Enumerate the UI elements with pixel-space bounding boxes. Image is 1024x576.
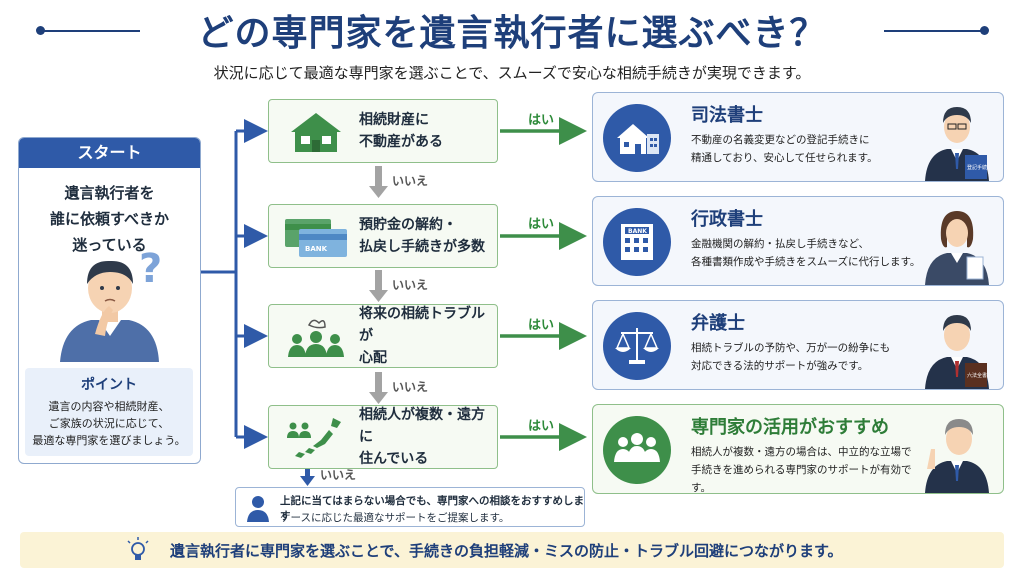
final-no-arrow (300, 466, 315, 486)
yes-label-3: はい (528, 318, 555, 333)
bank-sign-label: BANK (628, 228, 647, 235)
group-icon (614, 433, 660, 462)
house-building-icon (617, 124, 659, 154)
start-branch-lines (201, 119, 268, 449)
lightbulb-icon (127, 537, 149, 560)
question-text: 将来の相続トラブルが 心配 (359, 305, 495, 367)
japan-map-icon (287, 418, 341, 458)
expert-description: 相続人が複数・遠方の場合は、中立的な立場で 手続きを進められる専門家のサポートが… (691, 443, 931, 497)
question-box-real-estate: 相続財産に 不動産がある (268, 99, 498, 163)
expert-icon-circle (603, 416, 671, 484)
note-box: 上記に当てはまらない場合でも、専門家への相談をおすすめします ケースに応じた最適… (235, 487, 585, 527)
bankbook-icon: BANK (285, 219, 347, 257)
question-line: 不動産がある (359, 134, 443, 150)
point-line: 遺言の内容や相続財産、 (48, 400, 170, 413)
expert-title: 弁護士 (691, 313, 745, 334)
footer-banner: 遺言執行者に専門家を選ぶことで、手続きの負担軽減・ミスの防止・トラブル回避につな… (20, 532, 1004, 568)
note-line-1: 上記に当てはまらない場合でも、専門家への相談をおすすめします (280, 495, 584, 522)
expert-title: 司法書士 (691, 105, 763, 126)
thinking-person-icon (60, 260, 159, 362)
start-question: 遺言執行者を 誰に依頼すべきか 迷っている (19, 180, 200, 258)
yes-arrows (500, 117, 587, 451)
expert-description: 不動産の名義変更などの登記手続きに 精通しており、安心して任せられます。 (691, 131, 919, 167)
administrative-person-icon (925, 211, 989, 285)
lawyer-person-icon: 六法全書 (925, 315, 989, 389)
house-icon (291, 113, 341, 152)
expert-desc-line: 各種書類作成や手続きをスムーズに代行します。 (691, 256, 921, 268)
expert-desc-line: 相続トラブルの予防や、万が一の紛争にも (691, 342, 891, 354)
no-label-3: いいえ (392, 380, 429, 394)
start-question-line: 誰に依頼すべきか (50, 210, 169, 228)
expert-title: 専門家の活用がおすすめ (691, 417, 889, 438)
expert-desc-line: 手続きを進められる専門家のサポートが有効です。 (691, 464, 912, 494)
expert-icon-circle (603, 104, 671, 172)
start-header: スタート (19, 138, 200, 168)
person-book-label: 登記手続 (967, 164, 987, 171)
footer-text: 遺言執行者に専門家を選ぶことで、手続きの負担軽減・ミスの防止・トラブル回避につな… (170, 542, 843, 560)
point-title: ポイント (81, 377, 137, 393)
expert-card-lawyer: 弁護士 相続トラブルの予防や、万が一の紛争にも 対応できる法的サポートが強みです… (592, 300, 1004, 390)
person-icon (247, 496, 269, 522)
bank-building-icon: BANK (621, 224, 653, 260)
title-right-rule (884, 30, 984, 32)
question-text: 相続財産に 不動産がある (359, 100, 495, 162)
question-box-disputes: 将来の相続トラブルが 心配 (268, 304, 498, 368)
title-left-rule (40, 30, 140, 32)
start-question-line: 遺言執行者を (64, 184, 155, 202)
page-title: どの専門家を遺言執行者に選ぶべき？ (197, 13, 827, 54)
question-line: 住んでいる (359, 451, 429, 467)
advisor-person-icon (925, 419, 989, 493)
no-label-4: いいえ (320, 468, 357, 482)
bankbook-label: BANK (305, 245, 328, 253)
no-label-2: いいえ (392, 278, 429, 292)
expert-desc-line: 対応できる法的サポートが強みです。 (691, 360, 869, 372)
question-box-distant-heirs: 相続人が複数・遠方に 住んでいる (268, 405, 498, 469)
expert-card-judicial-scrivener: 司法書士 不動産の名義変更などの登記手続きに 精通しており、安心して任せられます… (592, 92, 1004, 182)
expert-desc-line: 相続人が複数・遠方の場合は、中立的な立場で (691, 446, 912, 458)
question-box-deposits: BANK 預貯金の解約・ 払戻し手続きが多数 (268, 204, 498, 268)
expert-card-recommend: 専門家の活用がおすすめ 相続人が複数・遠方の場合は、中立的な立場で 手続きを進め… (592, 404, 1004, 494)
person-book-label: 六法全書 (967, 372, 987, 379)
question-mark-icon: ? (139, 246, 163, 292)
question-text: 預貯金の解約・ 払戻し手続きが多数 (359, 205, 495, 267)
yes-label-2: はい (528, 217, 555, 232)
no-label-1: いいえ (392, 174, 429, 188)
start-question-line: 迷っている (72, 236, 147, 254)
expert-description: 金融機関の解約・払戻し手続きなど、 各種書類作成や手続きをスムーズに代行します。 (691, 235, 931, 271)
title-right-dot (980, 26, 989, 35)
expert-description: 相続トラブルの予防や、万が一の紛争にも 対応できる法的サポートが強みです。 (691, 339, 919, 375)
note-line-2: ケースに応じた最適なサポートをご提案します。 (280, 512, 510, 524)
expert-icon-circle: BANK (603, 208, 671, 276)
question-line: 相続財産に (359, 112, 429, 128)
expert-icon-circle (603, 312, 671, 380)
page-subtitle: 状況に応じて最適な専門家を選ぶことで、スムーズで安心な相続手続きが実現できます。 (213, 64, 811, 82)
yes-label-4: はい (528, 419, 555, 434)
expert-title: 行政書士 (691, 209, 763, 230)
expert-desc-line: 不動産の名義変更などの登記手続きに (691, 134, 870, 146)
point-line: ご家族の状況に応じて、 (48, 417, 170, 430)
expert-desc-line: 精通しており、安心して任せられます。 (691, 152, 878, 164)
expert-desc-line: 金融機関の解約・払戻し手続きなど、 (691, 238, 869, 250)
scales-icon (615, 328, 659, 364)
point-line: 最適な専門家を選びましょう。 (32, 434, 186, 447)
question-line: 払戻し手続きが多数 (359, 239, 485, 255)
expert-card-administrative-scrivener: BANK 行政書士 金融機関の解約・払戻し手続きなど、 各種書類作成や手続きをス… (592, 196, 1004, 286)
group-worry-icon (288, 319, 344, 357)
point-box: ポイント 遺言の内容や相続財産、 ご家族の状況に応じて、 最適な専門家を選びまし… (25, 368, 193, 456)
question-line: 将来の相続トラブルが (359, 306, 485, 344)
question-line: 預貯金の解約・ (359, 217, 457, 233)
start-card: スタート 遺言執行者を 誰に依頼すべきか 迷っている ? ポイント 遺言の内容や… (18, 137, 201, 464)
question-text: 相続人が複数・遠方に 住んでいる (359, 406, 495, 468)
question-line: 相続人が複数・遠方に (359, 407, 485, 445)
scrivener-person-icon: 登記手続 (925, 107, 989, 181)
no-arrows (369, 166, 388, 404)
yes-label-1: はい (528, 113, 555, 128)
question-line: 心配 (359, 350, 387, 366)
